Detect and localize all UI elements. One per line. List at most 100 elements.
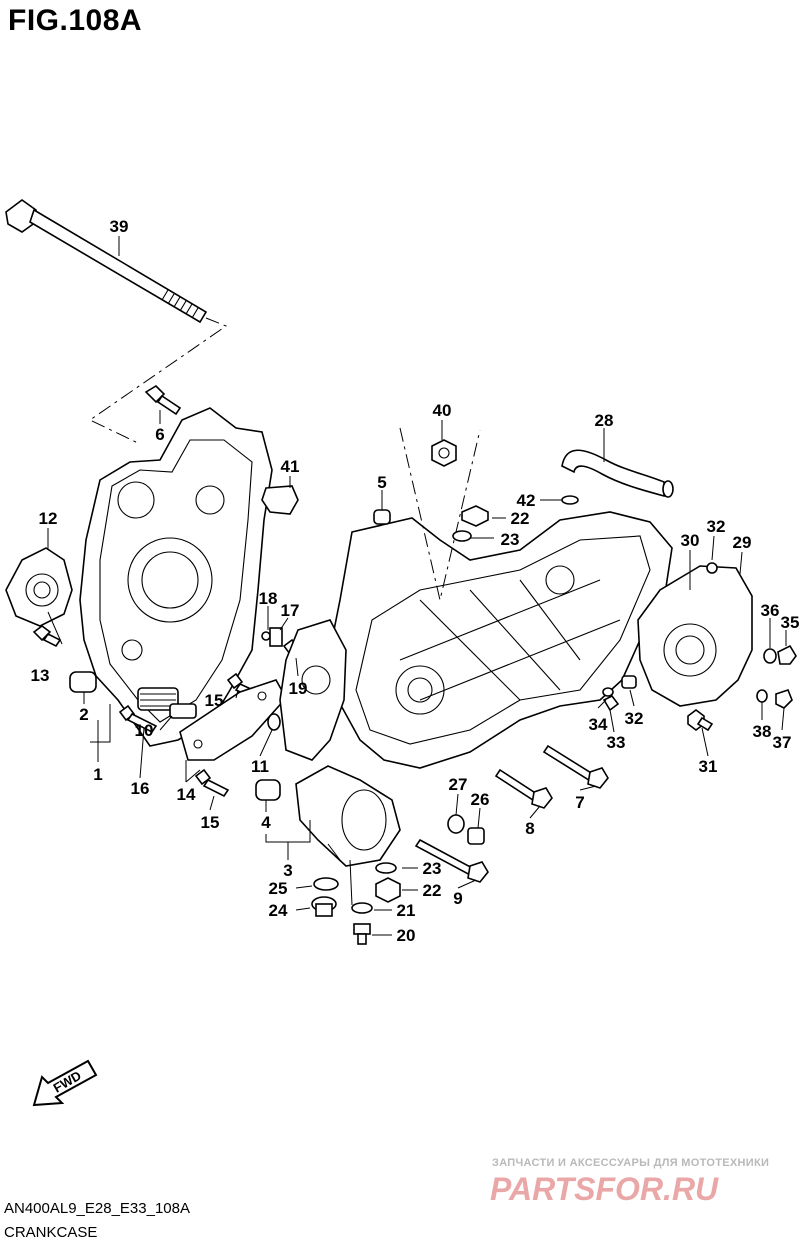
- callout-8[interactable]: 8: [525, 819, 534, 838]
- crankcase-middle-bracket[interactable]: [279, 619, 347, 761]
- watermark-tagline: ЗАПЧАСТИ И АКСЕССУАРЫ ДЛЯ МОТОТЕХНИКИ: [492, 1157, 770, 1169]
- callout-35[interactable]: 35: [781, 613, 800, 632]
- callout-3[interactable]: 3: [283, 861, 292, 880]
- watermark-logo: PARTSFOR.RU: [490, 1171, 719, 1206]
- part-39-long-bolt[interactable]: [5, 199, 208, 324]
- callout-28[interactable]: 28: [595, 411, 614, 430]
- callout-42[interactable]: 42: [517, 491, 536, 510]
- callout-32-lower[interactable]: 32: [625, 709, 644, 728]
- crankcase-lower-housing[interactable]: [295, 765, 401, 867]
- callout-30[interactable]: 30: [681, 531, 700, 550]
- bolt-39-alignment-line: [89, 317, 228, 445]
- part-21-gasket[interactable]: [351, 902, 373, 914]
- part-4-dowel[interactable]: [255, 779, 281, 801]
- callout-10[interactable]: 10: [135, 721, 154, 740]
- part-33-bolt[interactable]: [602, 694, 620, 712]
- callout-16[interactable]: 16: [131, 779, 150, 798]
- fwd-arrow-icon: FWD: [32, 1059, 98, 1107]
- part-26-plug[interactable]: [467, 827, 485, 845]
- part-17-clamp[interactable]: [269, 627, 283, 647]
- part-2-dowel[interactable]: [69, 671, 97, 693]
- callout-22-upper[interactable]: 22: [511, 509, 530, 528]
- part-11-o-ring[interactable]: [267, 713, 281, 731]
- callout-39[interactable]: 39: [110, 217, 129, 236]
- part-13-bolt[interactable]: [32, 625, 62, 648]
- callout-5[interactable]: 5: [377, 473, 386, 492]
- callout-6[interactable]: 6: [155, 425, 164, 444]
- part-23-gasket-lower[interactable]: [375, 862, 397, 874]
- callout-24[interactable]: 24: [269, 901, 288, 920]
- callout-21[interactable]: 21: [397, 901, 416, 920]
- callout-34[interactable]: 34: [589, 715, 608, 734]
- part-10-gasket[interactable]: [169, 703, 197, 719]
- callout-12[interactable]: 12: [39, 509, 58, 528]
- part-36-washer[interactable]: [763, 648, 777, 664]
- part-32-dowel-lower[interactable]: [621, 675, 637, 689]
- part-41-sensor[interactable]: [261, 485, 299, 515]
- part-37-plug[interactable]: [775, 689, 793, 709]
- callout-4[interactable]: 4: [261, 813, 271, 832]
- callout-41[interactable]: 41: [281, 457, 300, 476]
- callout-13[interactable]: 13: [31, 666, 50, 685]
- callout-31[interactable]: 31: [699, 757, 718, 776]
- part-9-bolt[interactable]: [414, 838, 489, 883]
- part-34-washer[interactable]: [602, 687, 614, 697]
- part-38-washer[interactable]: [756, 689, 768, 703]
- part-29-cover[interactable]: [637, 565, 753, 707]
- callout-17[interactable]: 17: [281, 601, 300, 620]
- callout-40[interactable]: 40: [433, 401, 452, 420]
- callout-18[interactable]: 18: [259, 589, 278, 608]
- part-5-dowel[interactable]: [373, 509, 391, 525]
- part-22-plug-lower[interactable]: [375, 877, 401, 903]
- right-crankcase-half[interactable]: [329, 511, 673, 769]
- part-6-bolt[interactable]: [144, 384, 182, 416]
- callout-22-lower[interactable]: 22: [423, 881, 442, 900]
- callout-20[interactable]: 20: [397, 926, 416, 945]
- part-31-bolt[interactable]: [687, 709, 714, 732]
- figure-code: AN400AL9_E28_E33_108A: [4, 1200, 190, 1217]
- part-35-bolt[interactable]: [777, 644, 797, 665]
- callout-23-lower[interactable]: 23: [423, 859, 442, 878]
- callout-14[interactable]: 14: [177, 785, 196, 804]
- part-12-cover[interactable]: [5, 547, 73, 627]
- callout-27[interactable]: 27: [449, 775, 468, 794]
- callout-15-upper[interactable]: 15: [205, 691, 224, 710]
- watermark-logo-text: PARTSFOR.RU: [490, 1171, 719, 1206]
- callout-23-upper[interactable]: 23: [501, 530, 520, 549]
- part-7-bolt[interactable]: [542, 744, 609, 789]
- part-25-o-ring[interactable]: [313, 877, 339, 891]
- part-23-gasket-upper[interactable]: [452, 530, 472, 542]
- figure-caption: CRANKCASE: [4, 1224, 98, 1241]
- callout-26[interactable]: 26: [471, 790, 490, 809]
- callout-1[interactable]: 1: [93, 765, 102, 784]
- part-28-hose[interactable]: [561, 449, 674, 498]
- callout-36[interactable]: 36: [761, 601, 780, 620]
- callout-2[interactable]: 2: [79, 705, 88, 724]
- callout-37[interactable]: 37: [773, 733, 792, 752]
- callout-7[interactable]: 7: [575, 793, 584, 812]
- part-20-bolt[interactable]: [353, 923, 371, 945]
- part-32-dowel-upper[interactable]: [706, 562, 718, 574]
- leader-lines: [47, 236, 787, 936]
- callout-11[interactable]: 11: [251, 757, 269, 776]
- callout-29[interactable]: 29: [733, 533, 752, 552]
- part-27-washer[interactable]: [447, 814, 465, 834]
- part-24-plug[interactable]: [311, 896, 337, 917]
- part-40-nut[interactable]: [431, 439, 457, 467]
- part-18-washer[interactable]: [261, 631, 271, 641]
- callout-19[interactable]: 19: [289, 679, 308, 698]
- part-42-clip[interactable]: [561, 495, 579, 505]
- callout-15-lower[interactable]: 15: [201, 813, 220, 832]
- left-crankcase-half[interactable]: [79, 407, 273, 747]
- part-22-plug-upper[interactable]: [461, 505, 489, 527]
- callout-33[interactable]: 33: [607, 733, 626, 752]
- callout-25[interactable]: 25: [269, 879, 288, 898]
- callout-9[interactable]: 9: [453, 889, 462, 908]
- callout-38[interactable]: 38: [753, 722, 772, 741]
- callout-32-upper[interactable]: 32: [707, 517, 726, 536]
- figure-title: FIG.108A: [8, 4, 143, 37]
- part-15-bolt-lower[interactable]: [194, 768, 230, 798]
- part-16-bolt[interactable]: [118, 704, 158, 734]
- part-8-bolt[interactable]: [494, 768, 553, 809]
